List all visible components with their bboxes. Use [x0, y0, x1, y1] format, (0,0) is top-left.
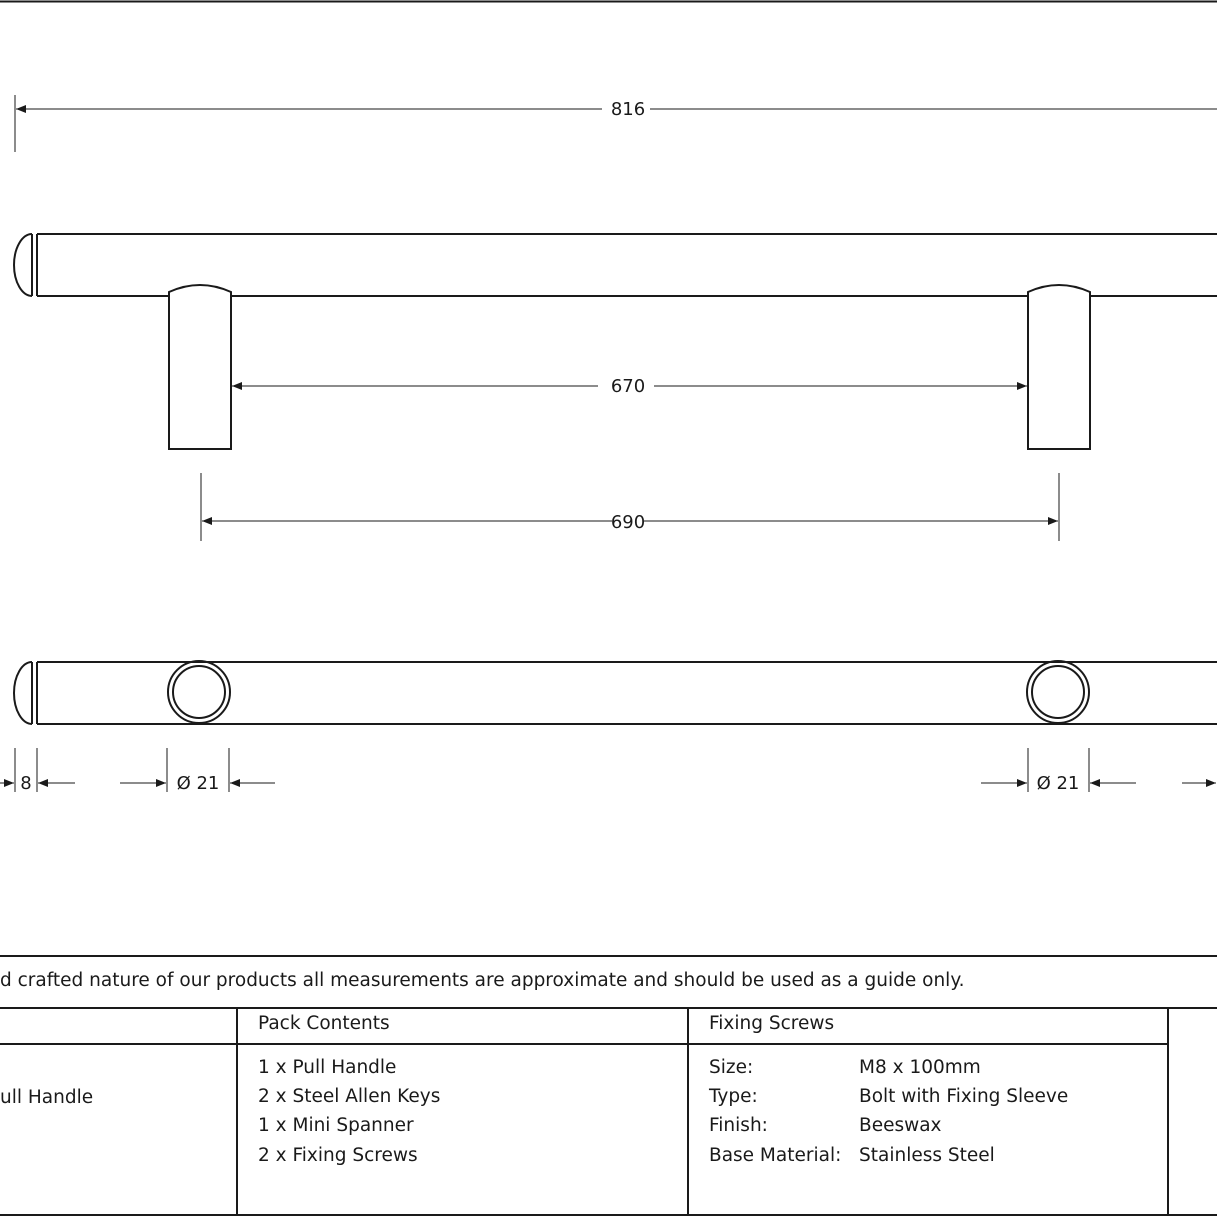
col-divider-2: [687, 1008, 689, 1215]
plan-view: [13, 660, 1217, 725]
inner-gap-dimension: 670: [232, 376, 1027, 397]
centres-label: 690: [611, 512, 645, 533]
plan-post-left-outer: [167, 660, 231, 724]
screw-spec-label: Base Material:: [709, 1145, 842, 1166]
end-cap-left: [13, 233, 33, 297]
post-diameter-left-dimension: [120, 748, 275, 792]
table-bottom-rule: [0, 1214, 1217, 1216]
plan-post-left-inner: [172, 665, 226, 719]
measurement-disclaimer: d crafted nature of our products all mea…: [0, 970, 965, 991]
screw-spec-value: M8 x 100mm: [859, 1057, 981, 1078]
screw-spec-label: Size:: [709, 1057, 754, 1078]
plan-post-right-outer: [1026, 660, 1090, 724]
table-header-rule: [0, 1043, 1169, 1045]
screw-spec-value: Beeswax: [859, 1115, 942, 1136]
screw-spec-value: Bolt with Fixing Sleeve: [859, 1086, 1069, 1107]
post-left: [168, 284, 232, 450]
screw-spec-value: Stainless Steel: [859, 1145, 995, 1166]
centres-dimension: 690: [200, 473, 1060, 541]
product-name: ull Handle: [0, 1087, 94, 1108]
post-diameter-right-label: Ø 21: [1037, 773, 1080, 794]
post-diameter-right-dimension: [981, 748, 1216, 792]
pack-item: 1 x Mini Spanner: [258, 1115, 414, 1136]
pack-contents-header: Pack Contents: [258, 1013, 390, 1034]
screw-spec-label: Finish:: [709, 1115, 768, 1136]
plan-post-right-inner: [1031, 665, 1085, 719]
overall-length-dimension: 816: [14, 95, 1217, 152]
end-cap-dimension: [0, 748, 75, 792]
screw-spec-label: Type:: [709, 1086, 758, 1107]
table-top-rule: [0, 1007, 1217, 1009]
pack-item: 2 x Steel Allen Keys: [258, 1086, 441, 1107]
end-cap-label: 8: [20, 773, 31, 794]
side-elevation: [13, 233, 1217, 450]
fixing-screws-header: Fixing Screws: [709, 1013, 835, 1034]
inner-gap-label: 670: [611, 376, 645, 397]
overall-length-label: 816: [611, 99, 645, 120]
post-diameter-left-label: Ø 21: [177, 773, 220, 794]
col-divider-3: [1167, 1008, 1169, 1215]
pack-item: 1 x Pull Handle: [258, 1057, 397, 1078]
plan-end-cap-left: [13, 661, 33, 725]
post-right: [1027, 284, 1091, 450]
footer-top-rule: [0, 955, 1217, 957]
pack-item: 2 x Fixing Screws: [258, 1145, 418, 1166]
col-divider-1: [236, 1008, 238, 1215]
